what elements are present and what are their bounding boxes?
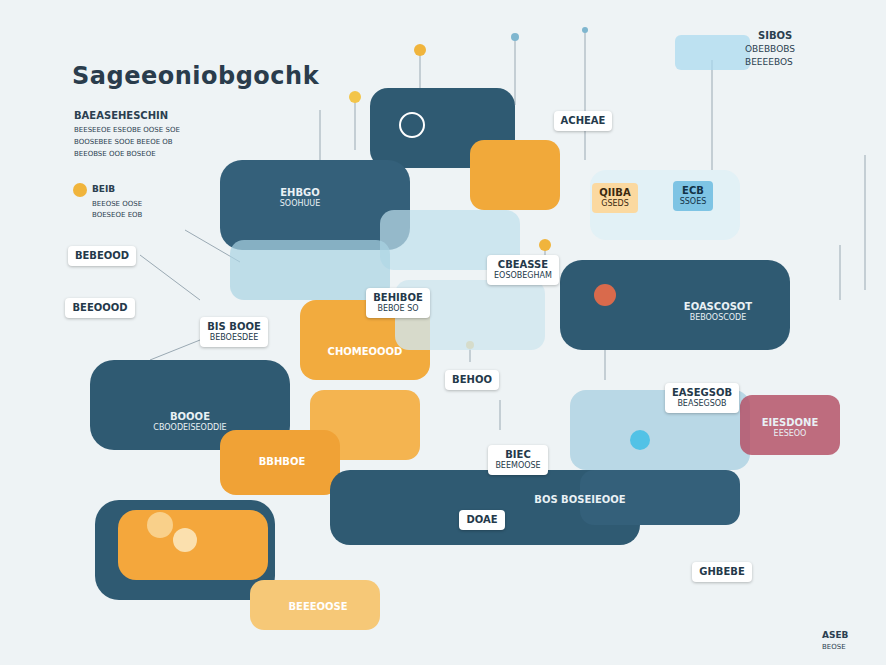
free-label: OBEBBOBS xyxy=(745,44,795,54)
card-text: BEBOOSCODE xyxy=(684,313,752,323)
card-heading: BEHOO xyxy=(452,374,492,386)
card-heading: BEEEOOSE xyxy=(288,601,347,613)
card-heading: ACHEAE xyxy=(561,115,606,127)
card-heading: EIESDONE xyxy=(762,417,819,429)
label-card: CBEASSEEOSOBEGHAM xyxy=(487,255,559,285)
label-card: BEHIBOEBEBOE SO xyxy=(366,288,430,318)
label-card: EHBGOSOOHUUE xyxy=(273,183,327,213)
label-card: BEHOO xyxy=(445,370,499,390)
label-card: BOS BOSEIEOOE xyxy=(527,490,632,510)
card-heading: EOASCOSOT xyxy=(684,301,752,313)
card-heading: BOOOE xyxy=(153,411,226,423)
card-text: BEASEGSOB xyxy=(672,399,732,409)
free-label: BEOSE xyxy=(822,643,846,651)
card-text: SSOES xyxy=(680,197,707,207)
free-label: BOOSEBEE SOOE BEEOE OB xyxy=(74,138,173,146)
card-text: EESEOO xyxy=(762,429,819,439)
label-card: BEBEOOD xyxy=(68,246,136,266)
card-heading: QIIBA xyxy=(599,187,630,199)
card-text: BEEMOOSE xyxy=(495,461,540,471)
label-card: QIIBAGSEDS xyxy=(592,183,637,213)
card-heading: BIEC xyxy=(495,449,540,461)
label-card: EASEGSOBBEASEGSOB xyxy=(665,383,739,413)
free-label: SIBOS xyxy=(758,30,792,41)
free-label: BOESEOE EOB xyxy=(92,211,142,219)
label-card: BIS BOOEBEBOESDEE xyxy=(200,317,267,347)
free-label: ASEB xyxy=(822,630,848,640)
card-heading: BEHIBOE xyxy=(373,292,423,304)
label-card: EOASCOSOTBEBOOSCODE xyxy=(677,297,759,327)
free-label: BEEOSE OOSE xyxy=(92,200,142,208)
label-card: CHOMEOOOD xyxy=(321,342,410,362)
card-heading: BIS BOOE xyxy=(207,321,260,333)
card-heading: EHBGO xyxy=(280,187,320,199)
label-card: GHBEBE xyxy=(692,562,751,582)
card-text: BEBOE SO xyxy=(373,304,423,314)
free-label: BEIB xyxy=(92,184,115,194)
card-text: BEBOESDEE xyxy=(207,333,260,343)
card-heading: GHBEBE xyxy=(699,566,744,578)
free-label: BAEASEHESCHIN xyxy=(74,110,168,121)
card-heading: ECB xyxy=(680,185,707,197)
label-card: DOAE xyxy=(459,510,504,530)
label-card: BEEEOOSE xyxy=(281,597,354,617)
label-card: ACHEAE xyxy=(554,111,613,131)
card-heading: DOAE xyxy=(466,514,497,526)
card-heading: EASEGSOB xyxy=(672,387,732,399)
free-label: BEEEEBOS xyxy=(745,57,793,67)
label-card: BOOOECBOODEISEODDIE xyxy=(146,407,233,437)
card-text: GSEDS xyxy=(599,199,630,209)
card-heading: CHOMEOOOD xyxy=(328,346,403,358)
card-text: EOSOBEGHAM xyxy=(494,271,552,281)
free-label: BEEOBSE OOE BOSEOE xyxy=(74,150,156,158)
label-card: BIECBEEMOOSE xyxy=(488,445,547,475)
card-text: SOOHUUE xyxy=(280,199,320,209)
free-label: BEESEEOE ESEOBE OOSE SOE xyxy=(74,126,180,134)
label-card: EIESDONEEESEOO xyxy=(755,413,826,443)
label-card: ECBSSOES xyxy=(673,181,714,211)
diagram-title: Sageeoniobgochk xyxy=(72,62,319,90)
card-text: CBOODEISEODDIE xyxy=(153,423,226,433)
label-card: BEEOOOD xyxy=(65,298,134,318)
card-heading: BEBEOOD xyxy=(75,250,129,262)
card-heading: CBEASSE xyxy=(494,259,552,271)
card-heading: BBHBOE xyxy=(259,456,306,468)
card-heading: BEEOOOD xyxy=(72,302,127,314)
card-heading: BOS BOSEIEOOE xyxy=(534,494,625,506)
label-card: BBHBOE xyxy=(252,452,313,472)
